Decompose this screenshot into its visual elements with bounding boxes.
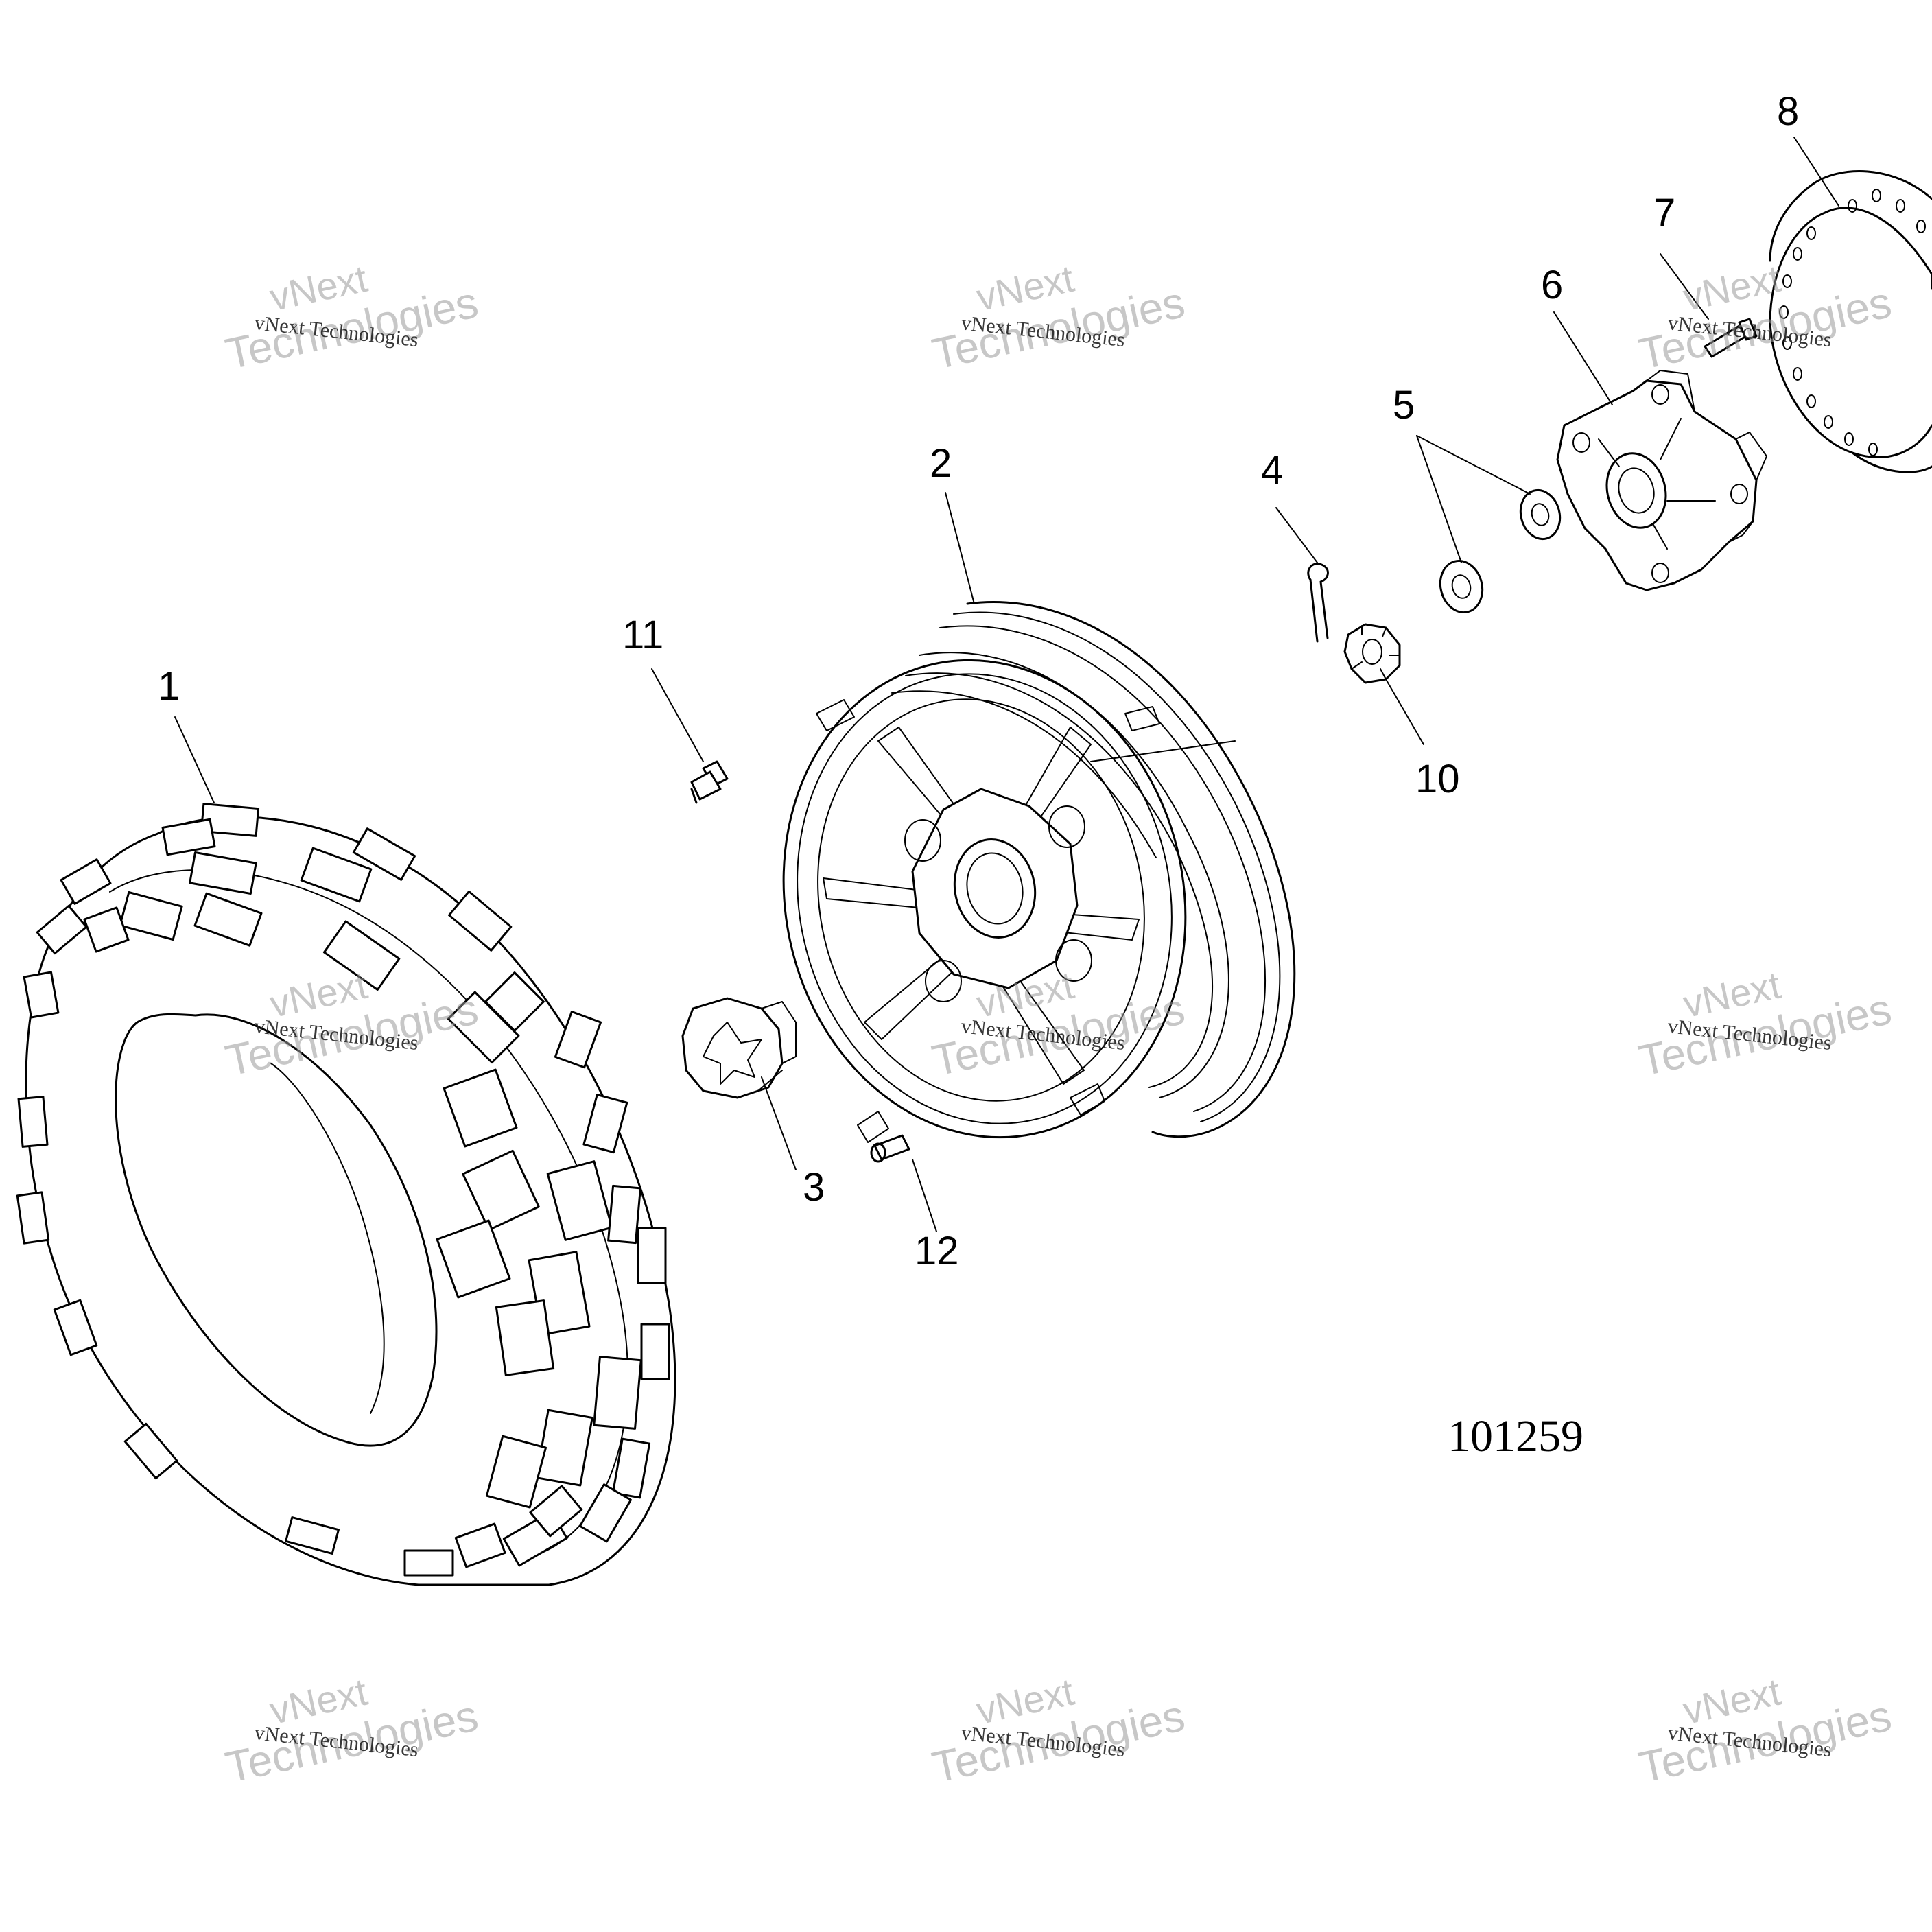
callout-labels: 1 2 3 4 5 6 7 8 10 11 12 101259	[158, 89, 1799, 1461]
callout-4: 4	[1261, 448, 1283, 493]
callout-12: 12	[915, 1229, 959, 1273]
watermark: vNext Technologies	[1634, 1670, 1895, 1793]
leader-line-12	[912, 1159, 937, 1232]
leader-line-1	[174, 716, 215, 803]
watermark: vNext Technologies	[221, 257, 482, 379]
washer-part	[1439, 488, 1562, 614]
leader-line-3	[761, 1076, 797, 1170]
leader-line-7	[1660, 253, 1709, 320]
figure-number: 101259	[1448, 1411, 1583, 1461]
wheel-rim-part	[782, 600, 1296, 1143]
callout-3: 3	[803, 1165, 825, 1210]
leader-line-2	[945, 492, 975, 604]
watermark: vNext Technologies	[928, 257, 1188, 379]
callout-11: 11	[622, 613, 663, 657]
cotter-pin-part	[1307, 563, 1329, 643]
wheel-hub-part	[1556, 370, 1767, 591]
callout-1: 1	[158, 664, 180, 709]
callout-2: 2	[930, 441, 952, 486]
watermark: vNext Technologies	[1634, 963, 1895, 1086]
leader-line-5a	[1416, 435, 1462, 563]
watermark: vNext Technologies	[1634, 257, 1895, 379]
leader-line-10	[1385, 679, 1424, 745]
brake-disc-part	[1769, 170, 1932, 473]
callout-8: 8	[1777, 89, 1799, 134]
leader-lines	[174, 137, 1839, 1232]
leader-line-5b	[1416, 435, 1531, 495]
wheel-stud-part	[1704, 318, 1758, 358]
callout-7: 7	[1653, 191, 1675, 235]
callout-6: 6	[1541, 263, 1563, 307]
watermark: vNext Technologies	[221, 1670, 482, 1793]
watermark: vNext Technologies	[928, 1670, 1188, 1793]
leader-line-11	[651, 668, 704, 762]
lug-nut-part	[870, 1134, 910, 1163]
tire-part	[16, 803, 676, 1586]
leader-line-6	[1553, 311, 1613, 405]
castle-nut-part	[1343, 623, 1401, 684]
callout-10: 10	[1415, 757, 1460, 801]
leader-line-8	[1793, 137, 1839, 207]
callout-5: 5	[1393, 383, 1415, 427]
valve-stem-part	[690, 760, 729, 804]
hub-cap-part	[681, 997, 797, 1099]
leader-line-4	[1275, 507, 1318, 563]
